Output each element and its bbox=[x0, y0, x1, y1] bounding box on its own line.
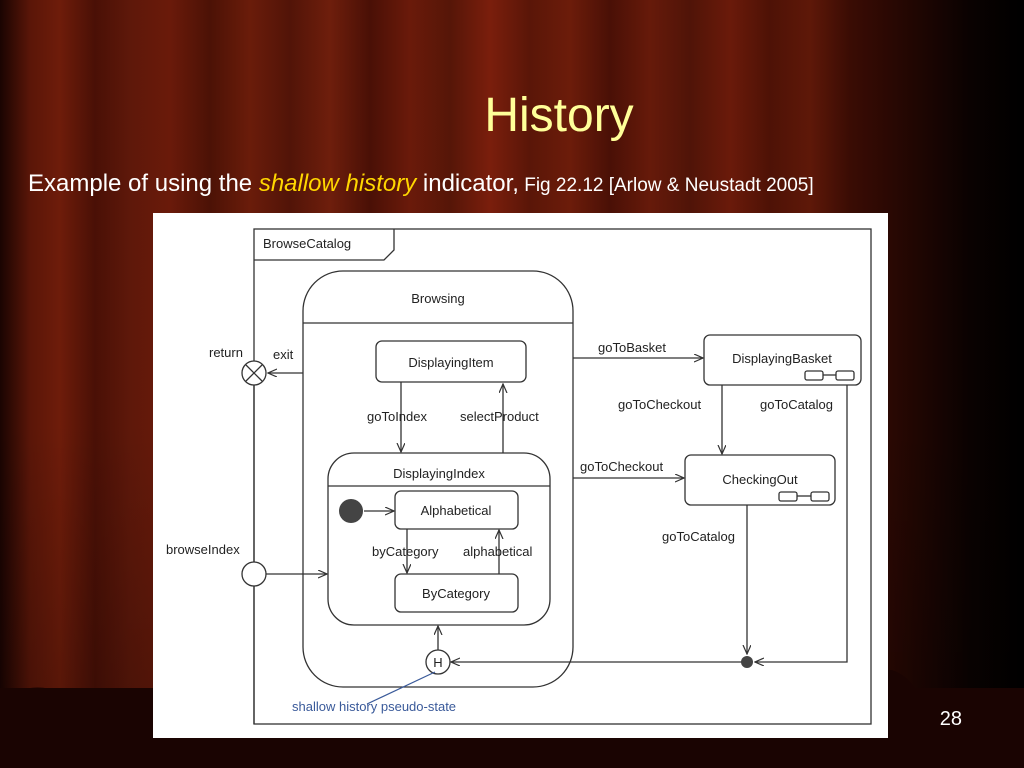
basket-composite-icon-right bbox=[835, 370, 855, 381]
frame-tab bbox=[254, 229, 395, 261]
checkout-composite-icon-right bbox=[810, 491, 830, 502]
go-to-basket-label: goToBasket bbox=[598, 340, 666, 355]
checking-out-state bbox=[684, 454, 836, 506]
checking-out-label: CheckingOut bbox=[722, 472, 798, 487]
alphabetical-transition-label: alphabetical bbox=[463, 544, 532, 559]
subtitle-citation: Fig 22.12 [Arlow & Neustadt 2005] bbox=[518, 175, 814, 196]
displaying-index-label: DisplayingIndex bbox=[393, 466, 485, 481]
return-label: return bbox=[209, 345, 243, 360]
by-category-state bbox=[394, 573, 519, 613]
slide-subtitle: Example of using the shallow history ind… bbox=[28, 170, 814, 198]
state-diagram-figure: BrowseCatalog Browsing DisplayingItem Di… bbox=[153, 213, 888, 738]
exit-label: exit bbox=[273, 347, 294, 362]
displaying-basket-state bbox=[703, 334, 862, 386]
state-diagram: BrowseCatalog Browsing DisplayingItem Di… bbox=[166, 228, 872, 725]
browsing-label: Browsing bbox=[411, 291, 464, 306]
junction-point bbox=[741, 656, 753, 668]
displaying-item-label: DisplayingItem bbox=[408, 355, 493, 370]
page-number: 28 bbox=[939, 708, 962, 730]
slide-title: History bbox=[484, 89, 634, 142]
go-to-catalog-label: goToCatalog bbox=[662, 529, 735, 544]
go-to-index-label: goToIndex bbox=[367, 409, 427, 424]
browse-index-label: browseIndex bbox=[166, 542, 240, 557]
go-to-catalog-basket-label: goToCatalog bbox=[760, 397, 833, 412]
displaying-basket-label: DisplayingBasket bbox=[732, 351, 832, 366]
by-category-label: ByCategory bbox=[422, 586, 490, 601]
go-to-checkout-basket-label: goToCheckout bbox=[618, 397, 701, 412]
entry-point bbox=[241, 561, 267, 587]
history-annotation: shallow history pseudo-state bbox=[292, 699, 456, 714]
checkout-composite-icon-left bbox=[778, 491, 798, 502]
select-product-label: selectProduct bbox=[460, 409, 539, 424]
subtitle-prefix: Example of using the bbox=[28, 170, 259, 197]
subtitle-suffix: indicator, bbox=[416, 170, 519, 197]
initial-pseudo-state bbox=[339, 499, 363, 523]
annotation-line bbox=[366, 671, 436, 705]
alphabetical-state bbox=[394, 490, 519, 530]
go-to-catalog-from-basket-transition bbox=[755, 385, 848, 662]
by-category-transition-label: byCategory bbox=[372, 544, 439, 559]
browsing-state bbox=[302, 270, 574, 688]
alphabetical-label: Alphabetical bbox=[421, 503, 492, 518]
displaying-item-state bbox=[375, 340, 527, 383]
go-to-checkout-label: goToCheckout bbox=[580, 459, 663, 474]
history-symbol: H bbox=[433, 655, 442, 670]
basket-composite-icon-left bbox=[804, 370, 824, 381]
frame-label: BrowseCatalog bbox=[263, 236, 351, 251]
subtitle-emphasis: shallow history bbox=[258, 170, 417, 197]
